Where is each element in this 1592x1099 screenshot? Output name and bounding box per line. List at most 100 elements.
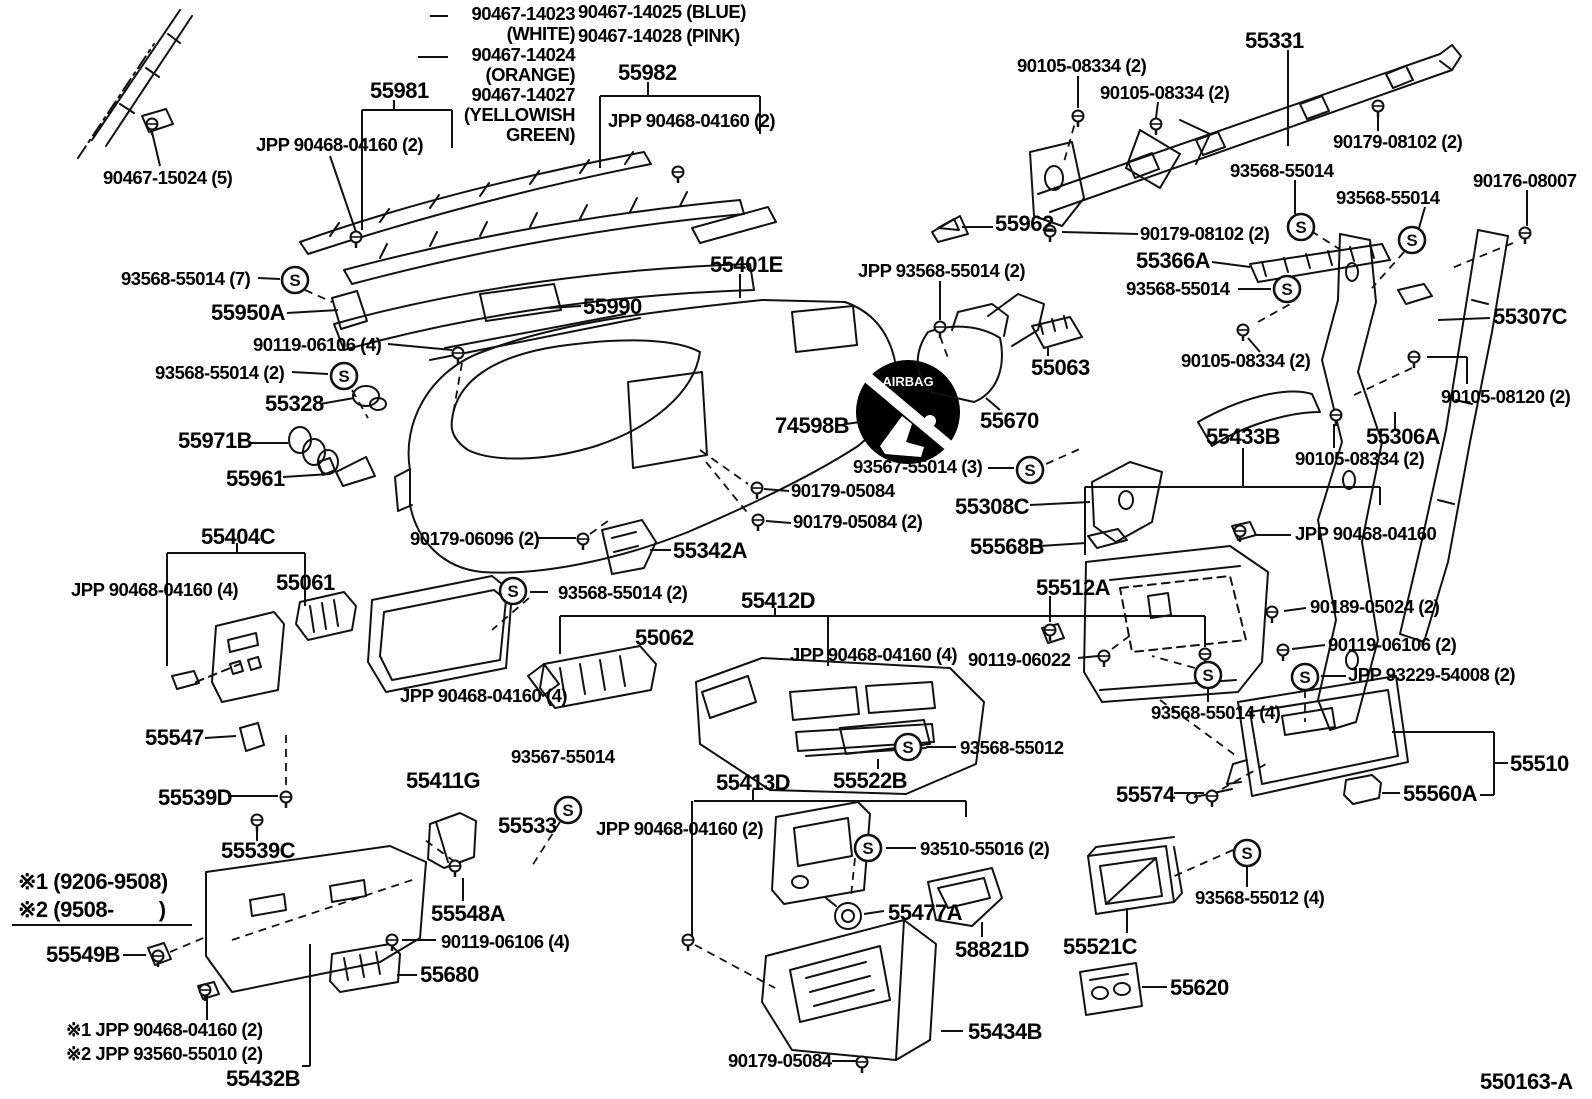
leader-line xyxy=(1247,337,1261,353)
part-label-55549b-82: 55549B xyxy=(46,942,121,967)
leader-line-dashed xyxy=(850,857,856,897)
leader-line-dashed xyxy=(1111,633,1133,650)
screw-icon xyxy=(151,949,165,967)
leader-line-dashed xyxy=(1371,251,1405,289)
leader-line xyxy=(845,421,861,425)
screw-icon xyxy=(855,1055,869,1073)
part-label-55982-9: 55982 xyxy=(618,60,677,85)
leader-line xyxy=(151,131,161,167)
cowl-top-strips xyxy=(300,152,744,284)
screw-icon xyxy=(1407,350,1421,368)
part-label-93568-55014-18: 93568-55014 xyxy=(1230,160,1334,181)
screw-icon xyxy=(1043,224,1057,242)
part-label-90179-08102-2-17: 90179-08102 (2) xyxy=(1333,131,1463,152)
leader-line-dashed xyxy=(304,289,333,303)
part-label-93568-55014-2-60: 93568-55014 (2) xyxy=(558,582,688,603)
part-55477a-knob xyxy=(826,898,861,929)
part-55522b-cover xyxy=(840,720,930,754)
part-label-55404c-57: 55404C xyxy=(201,524,276,549)
part-label-55434b-94: 55434B xyxy=(968,1019,1043,1044)
leader-line xyxy=(1029,501,1091,506)
part-label-jpp-90468-04160-2-10: JPP 90468-04160 (2) xyxy=(608,110,776,131)
part-label-55539c-71: 55539C xyxy=(221,838,296,863)
part-label-jpp-90468-04160-51: JPP 90468-04160 xyxy=(1295,523,1437,544)
leader-line-dashed xyxy=(1169,849,1234,879)
part-label-55574-77: 55574 xyxy=(1116,782,1175,807)
screw-icon xyxy=(198,983,212,1001)
standard-part-s-icon: S xyxy=(1290,662,1320,692)
standard-part-s-icon: S xyxy=(280,265,310,295)
part-label-55670-36: 55670 xyxy=(980,408,1039,433)
part-label-74598b-37: 74598B xyxy=(775,413,850,438)
part-label-90467-14025-blue-2: 90467-14025 (BLUE) xyxy=(578,1,746,22)
part-label-90179-05084-2-46: 90179-05084 (2) xyxy=(793,511,923,532)
part-label-93568-55012-72: 93568-55012 xyxy=(960,737,1064,758)
screw-icon xyxy=(933,320,947,338)
part-label-55062-62: 55062 xyxy=(635,625,694,650)
part-label-1-jpp-90468-04160-2-91: ※1 JPP 90468-04160 (2) xyxy=(66,1019,263,1040)
part-label-90467-14027-6: 90467-14027 xyxy=(471,84,575,105)
screw-icon xyxy=(1265,605,1279,623)
svg-text:S: S xyxy=(1202,666,1213,685)
screw-icon xyxy=(1097,649,1111,667)
leader-line xyxy=(257,277,281,280)
leader-line xyxy=(204,735,237,739)
leader-line xyxy=(291,371,329,375)
leader-line-dashed xyxy=(694,944,776,989)
part-label-55342a-48: 55342A xyxy=(673,538,748,563)
defroster-nozzle-assembly xyxy=(332,264,754,350)
svg-text:S: S xyxy=(1024,461,1035,480)
part-label-90105-08334-2-16: 90105-08334 (2) xyxy=(1100,82,1230,103)
screw-icon xyxy=(448,859,462,877)
part-label-green-8: GREEN) xyxy=(506,124,575,145)
part-label-55412d-61: 55412D xyxy=(741,588,816,613)
svg-text:S: S xyxy=(289,271,300,290)
part-label-55411g-68: 55411G xyxy=(406,768,481,793)
screw-icon xyxy=(279,790,293,808)
standard-part-s-icon: S xyxy=(1193,660,1223,690)
part-label-1-9206-9508-79: ※1 (9206-9508) xyxy=(18,869,168,894)
screw-icon xyxy=(1371,99,1385,117)
standard-part-s-icon: S xyxy=(1397,225,1427,255)
leader-line xyxy=(387,343,453,351)
part-label-93567-55014-67: 93567-55014 xyxy=(511,746,615,767)
leader-line xyxy=(1418,206,1426,229)
standard-part-s-icon: S xyxy=(498,576,528,606)
leader-line-dashed xyxy=(1063,111,1079,163)
part-label-55981-11: 55981 xyxy=(370,78,429,103)
part-label-90467-14024-4: 90467-14024 xyxy=(471,44,575,65)
part-label-2-9508-80: ※2 (9508- ) xyxy=(18,897,166,922)
part-55061-register xyxy=(296,592,356,640)
part-55411g-glove-frame xyxy=(368,576,512,692)
part-55620-tray xyxy=(1080,963,1142,1015)
part-label-55971b-33: 55971B xyxy=(178,428,253,453)
screw-icon xyxy=(1205,789,1219,807)
part-label-90119-06106-2-54: 90119-06106 (2) xyxy=(1328,634,1457,655)
part-label-55328-32: 55328 xyxy=(265,391,324,416)
leader-line-dashed xyxy=(1451,242,1514,269)
part-label-55366a-23: 55366A xyxy=(1136,248,1211,273)
part-55510-glove-box-door xyxy=(1227,676,1408,804)
part-55670-duct-and-55063 xyxy=(918,294,1082,402)
screw-icon xyxy=(576,532,590,550)
leader-line-dashed xyxy=(1310,230,1345,253)
leader-line-dashed xyxy=(1221,763,1267,790)
airbag-warning-icon: AIRBAG xyxy=(856,360,960,464)
leader-line xyxy=(1077,655,1099,659)
part-label-93567-55014-3-43: 93567-55014 (3) xyxy=(853,456,983,477)
part-label-55063-35: 55063 xyxy=(1031,355,1090,380)
screw-icon xyxy=(385,933,399,951)
part-label-55307c-39: 55307C xyxy=(1493,304,1568,329)
standard-part-s-icon: S xyxy=(329,361,359,391)
leader-line-dashed xyxy=(1045,447,1083,465)
part-label-yellowish-7: (YELLOWISH xyxy=(463,104,576,125)
screw-icon xyxy=(1149,117,1163,135)
part-label-58821d-89: 58821D xyxy=(955,937,1030,962)
leader-line xyxy=(282,473,331,478)
leader-line-dashed xyxy=(705,461,751,517)
part-label-90105-08334-2-38: 90105-08334 (2) xyxy=(1181,350,1311,371)
screw-icon xyxy=(1043,623,1057,641)
part-label-55548a-81: 55548A xyxy=(431,901,506,926)
screw-icon xyxy=(1236,323,1250,341)
